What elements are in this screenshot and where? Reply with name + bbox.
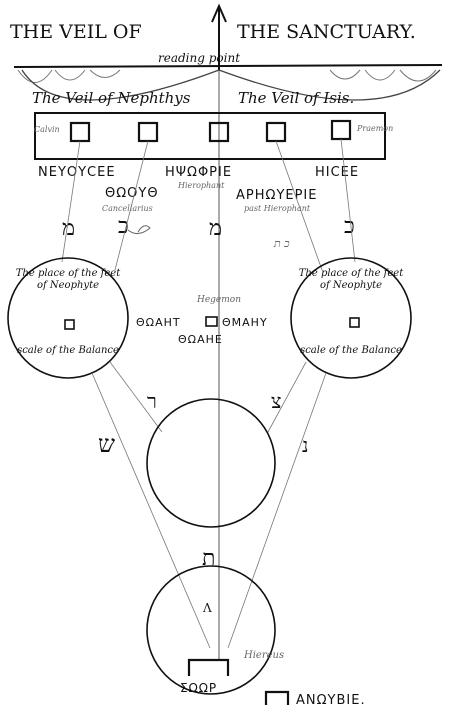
veil-swag — [21, 69, 441, 101]
title-left: THE VEIL OF — [10, 21, 142, 43]
note-past-hierophant: past Hierophant — [244, 204, 311, 213]
line-veil-right-1 — [275, 140, 323, 271]
veil-isis-label: The Veil of Isis. — [238, 89, 354, 107]
greek-name-center: ΗΨΩΦΡΙΕ — [165, 165, 232, 180]
hiereus-station-mark — [187, 658, 230, 676]
reading-point-line — [13, 64, 443, 68]
line-veil-left-1 — [61, 140, 81, 263]
anubis-station-mark — [264, 690, 290, 705]
hebrew-mem-left: מ — [62, 216, 75, 241]
veil-nephthys-label: The Veil of Nephthys — [32, 89, 191, 107]
note-hierophant-top: Hierophant — [177, 181, 225, 190]
line-veil-right-2 — [340, 138, 356, 263]
center-greek-2: ΘΜΑΗΥ — [222, 316, 268, 329]
left-circle-top-text-box: The place of the feet of Neophyte — [15, 268, 121, 291]
greek-name-right: ΗΙCΕΕ — [315, 165, 359, 180]
line-veil-left-2 — [114, 140, 149, 271]
hebrew-shin: ש — [98, 430, 115, 458]
right-circle-top-text-box: The place of the feet of Neophyte — [298, 268, 404, 291]
hebrew-nun: נ — [302, 433, 309, 457]
hegemon-square — [205, 316, 218, 327]
right-scale-circle — [290, 257, 412, 379]
center-greek-1: ΘΩΑΗΤ — [136, 316, 181, 329]
line-right-to-bottom — [227, 372, 327, 649]
line-left-to-bottom — [91, 372, 211, 649]
right-circle-bottom-label: scale of the Balance — [300, 345, 402, 356]
veil-folds-left — [17, 69, 121, 83]
hebrew-resh: ר — [147, 389, 157, 413]
center-greek-3: ΘΩΑΗΕ — [178, 333, 223, 346]
left-circle-top-label: The place of the feet of Neophyte — [15, 268, 121, 291]
veil-folds-right — [329, 69, 437, 82]
left-scale-circle — [7, 257, 129, 379]
hegemon-label: Hegemon — [196, 295, 241, 305]
station-square-1 — [69, 121, 91, 143]
greek-name-left-lower: ΘΩΟΥΘ — [105, 186, 159, 201]
line-left-to-middle — [109, 361, 163, 433]
hebrew-kaph-right: כ — [344, 214, 355, 239]
middle-circle — [146, 398, 276, 528]
station-square-3 — [208, 121, 230, 143]
left-circle-square — [64, 319, 75, 330]
reading-point-label: reading point — [158, 51, 240, 65]
right-circle-square — [349, 317, 360, 328]
veil-right-note: Praemon — [356, 124, 393, 133]
note-cancellarius: Cancellarius — [102, 204, 153, 213]
anubis-label: ΑΝΩΥΒΙΕ. — [296, 693, 366, 708]
hebrew-tav: ת — [202, 546, 215, 571]
bottom-circle — [146, 565, 276, 695]
line-right-to-middle — [267, 361, 307, 433]
hiereus-label: Hiereus — [243, 650, 284, 661]
pencil-marks: כ ת — [273, 237, 290, 250]
hebrew-mem-center: מ — [209, 216, 222, 241]
lambda-mark: Λ — [202, 601, 212, 615]
veil-box — [34, 112, 386, 160]
left-circle-bottom-label: scale of the Balance — [17, 345, 119, 356]
right-circle-top-label: The place of the feet of Neophyte — [298, 268, 404, 291]
veil-left-note: Calvin — [34, 125, 60, 134]
greek-name-right-lower: ΑΡΗΩΥΕΡΙΕ — [236, 188, 317, 203]
bottom-greek: ΣΩΩΡ — [180, 681, 217, 695]
right-circle-bottom-text-box: scale of the Balance — [300, 345, 402, 356]
greek-name-left: ΝΕΥΟΥCΕΕ — [38, 165, 116, 180]
station-square-2 — [137, 121, 159, 143]
left-circle-bottom-text-box: scale of the Balance — [17, 345, 119, 356]
hebrew-kaph: כ — [118, 214, 129, 239]
title-right: THE SANCTUARY. — [237, 21, 416, 43]
station-square-5 — [330, 119, 352, 141]
scribble-mark — [127, 225, 151, 234]
arrow-up-icon — [211, 3, 227, 23]
station-square-4 — [265, 121, 287, 143]
hebrew-tzaddi: צ — [271, 389, 281, 413]
